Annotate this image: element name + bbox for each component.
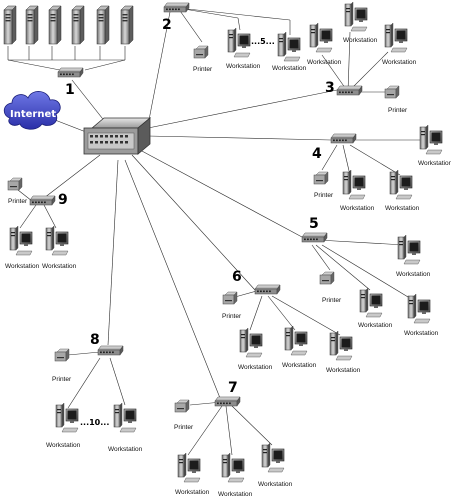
segment-number-3: 3 [325, 80, 335, 96]
printer-icon [7, 177, 23, 191]
workstation-icon [221, 452, 245, 483]
segment-number-9: 9 [58, 192, 68, 208]
workstation-label: Workstation [42, 263, 77, 270]
workstation-label: Workstation [307, 59, 342, 66]
printer-label: Printer [322, 297, 342, 304]
printer-label: Printer [52, 376, 72, 383]
server-icon [25, 5, 39, 45]
workstation-label: Workstation [358, 322, 393, 329]
workstation-label: Workstation [218, 491, 253, 498]
segment-number-2: 2 [162, 17, 172, 33]
workstation-icon [239, 327, 263, 358]
printer-icon [193, 45, 209, 59]
server-icon [71, 5, 85, 45]
printer-label: Printer [8, 198, 28, 205]
internet-label: Internet [10, 109, 56, 120]
workstation-icon [397, 234, 421, 265]
printer-label: Printer [314, 192, 334, 199]
cloud-icon [3, 91, 61, 130]
workstation-label: Workstation [326, 367, 361, 374]
workstation-icon [329, 330, 353, 361]
workstation-icon [45, 225, 69, 256]
workstation-label: Workstation [418, 160, 451, 167]
workstation-icon [389, 169, 413, 200]
switch-icon [29, 195, 56, 206]
workstation-label: Workstation [238, 364, 273, 371]
workstation-label: Workstation [175, 489, 210, 496]
workstation-icon [344, 1, 368, 32]
server-group [3, 5, 134, 45]
printer-label: Printer [388, 107, 408, 114]
workstation-label: Workstation [396, 271, 431, 278]
workstation-label: Workstation [343, 37, 378, 44]
printer-icon [384, 85, 400, 99]
range-text: ...10... [80, 418, 109, 427]
switch-icon [301, 232, 328, 243]
printer-icon [174, 399, 190, 413]
server-icon [96, 5, 110, 45]
switch-icon [330, 133, 357, 144]
workstation-label: Workstation [282, 362, 317, 369]
workstation-icon [277, 31, 301, 62]
switch-icon [57, 67, 84, 78]
switch-icon [214, 396, 241, 407]
printer-icon [313, 171, 329, 185]
workstation-icon [261, 442, 285, 473]
range-text: ...5... [251, 37, 275, 46]
workstation-icon [113, 402, 137, 433]
segment-number-4: 4 [312, 146, 322, 162]
segment-number-5: 5 [309, 216, 319, 232]
segment-number-1: 1 [65, 82, 75, 98]
server-icon [3, 5, 17, 45]
workstation-icon [419, 124, 443, 155]
workstation-label: Workstation [382, 59, 417, 66]
printer-icon [54, 348, 70, 362]
switch-icon [336, 85, 363, 96]
switch-icon [97, 345, 124, 356]
workstation-label: Workstation [46, 442, 81, 449]
workstation-icon [227, 27, 251, 58]
switch-icon [254, 284, 281, 295]
main-switch-icon [83, 117, 152, 155]
workstation-label: Workstation [258, 481, 293, 488]
switch-icon [163, 2, 190, 13]
workstation-label: Workstation [272, 65, 307, 72]
workstation-icon [177, 452, 201, 483]
workstation-icon [9, 225, 33, 256]
workstation-icon [384, 22, 408, 53]
printer-icon [319, 271, 335, 285]
printer-label: Printer [193, 66, 213, 73]
workstation-icon [407, 293, 431, 324]
segment-number-6: 6 [232, 269, 242, 285]
workstation-icon [342, 169, 366, 200]
workstation-label: Workstation [226, 63, 261, 70]
server-icon [48, 5, 62, 45]
workstation-icon [55, 402, 79, 433]
segment-number-7: 7 [228, 380, 238, 396]
workstation-icon [309, 22, 333, 53]
server-icon [120, 5, 134, 45]
cables [7, 7, 420, 456]
workstation-label: Workstation [404, 330, 439, 337]
workstation-icon [284, 325, 308, 356]
workstation-label: Workstation [385, 205, 420, 212]
workstation-label: Workstation [108, 446, 143, 453]
workstation-label: Workstation [340, 205, 375, 212]
workstation-icon [359, 287, 383, 318]
printer-label: Printer [222, 313, 242, 320]
segment-number-8: 8 [90, 332, 100, 348]
printer-label: Printer [174, 424, 194, 431]
workstation-label: Workstation [5, 263, 40, 270]
printer-icon [222, 291, 238, 305]
